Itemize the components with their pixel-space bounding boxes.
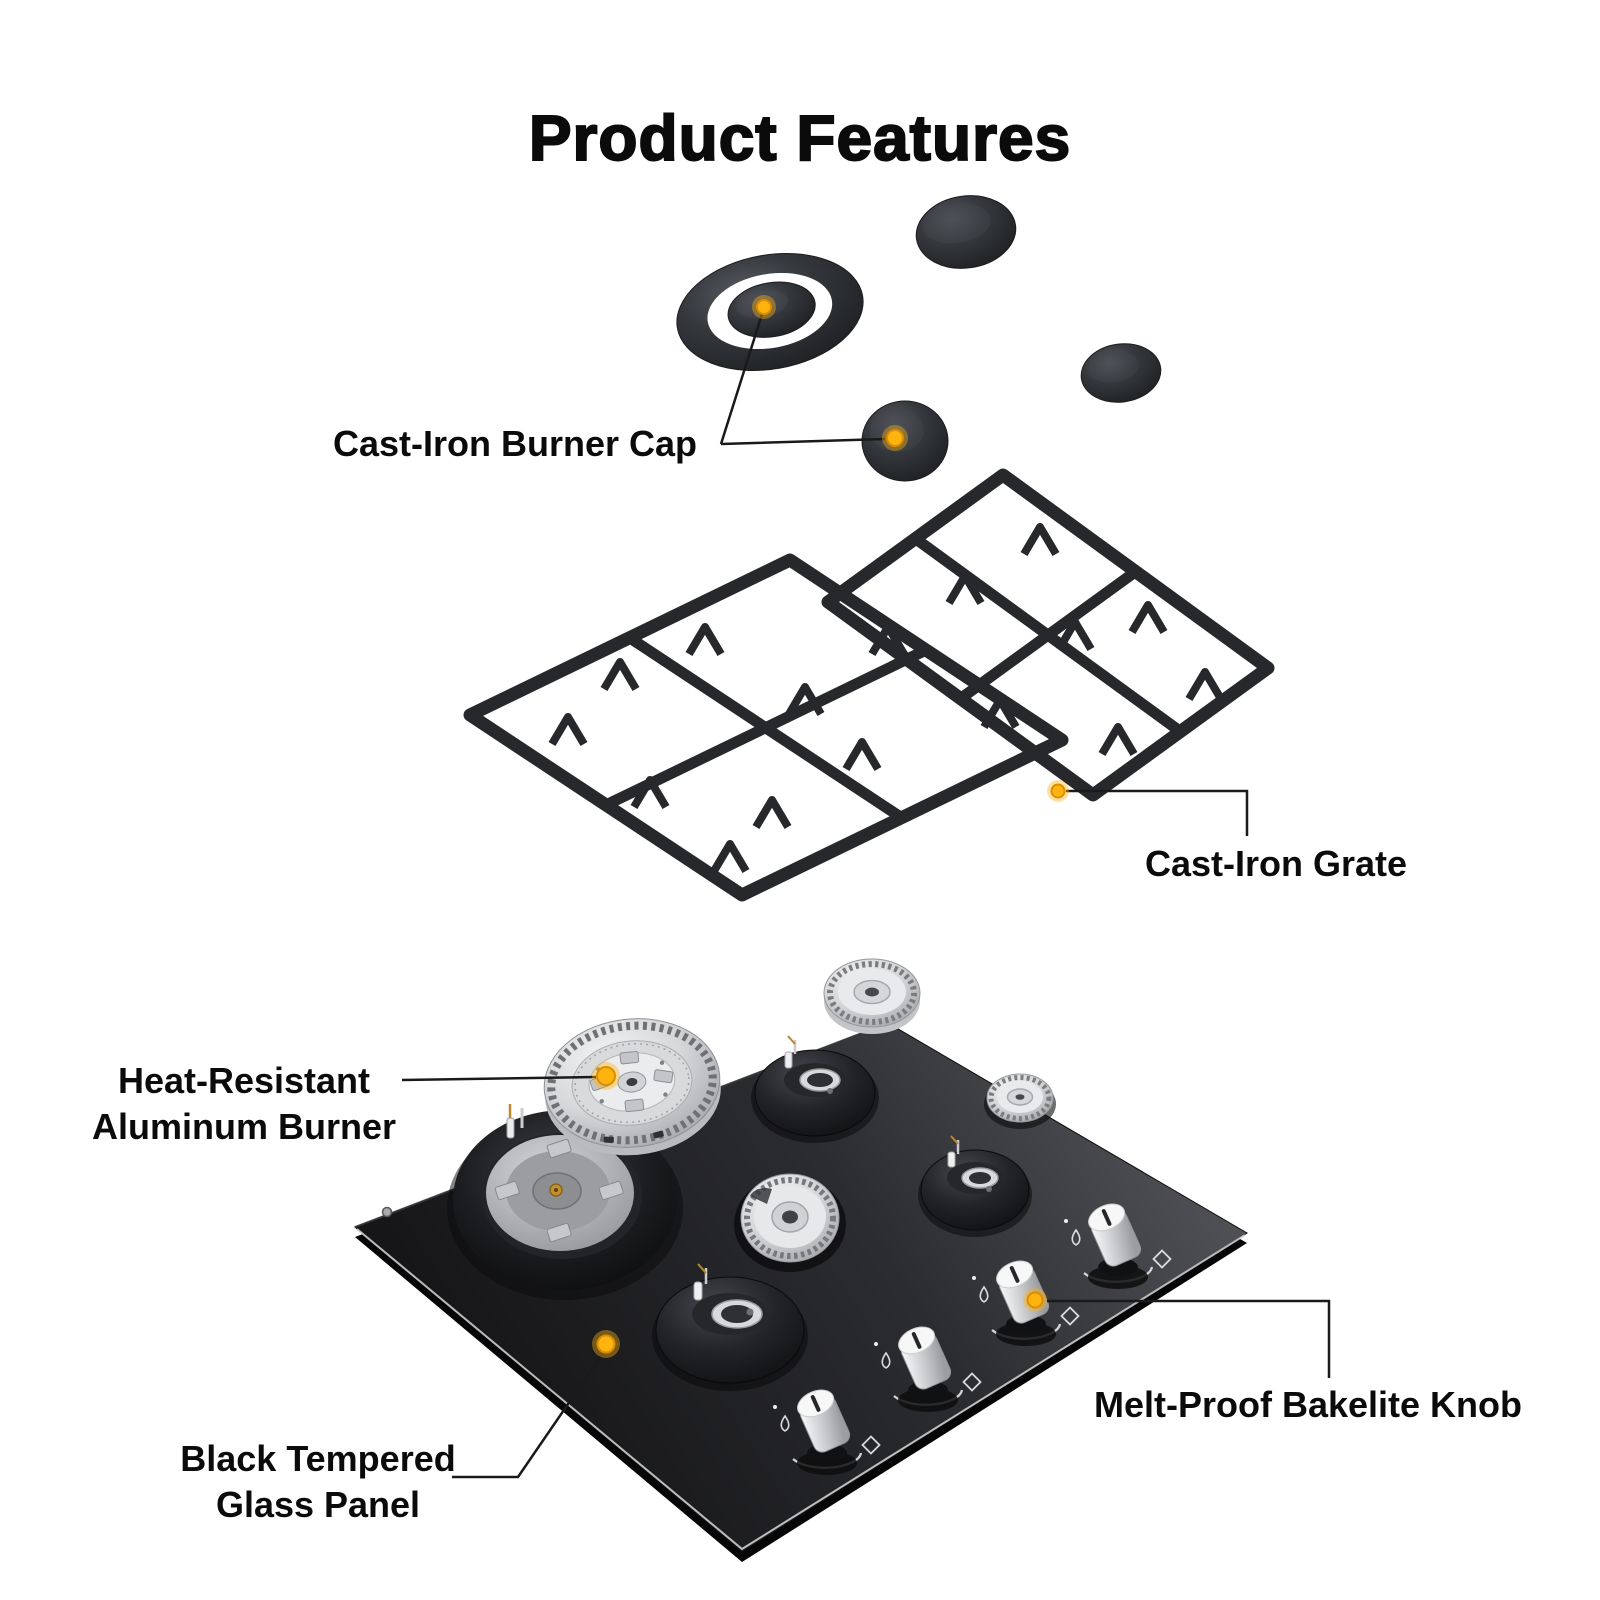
leader-alu-burner xyxy=(401,1075,597,1082)
leader-glass-panel xyxy=(452,1352,605,1479)
marker-grate xyxy=(1047,780,1069,802)
burner-cap-top xyxy=(915,195,1017,269)
marker-knob xyxy=(1023,1288,1047,1312)
middle-ring-burner xyxy=(734,1173,846,1272)
marker-alu-burner xyxy=(592,1062,620,1090)
label-cast-iron-burner-cap: Cast-Iron Burner Cap xyxy=(332,423,697,464)
small-alu-burner-floating xyxy=(823,958,921,1034)
leader-grate xyxy=(1066,789,1249,836)
burner-base-right xyxy=(918,1135,1032,1237)
callout-leader-lines xyxy=(401,310,1331,1479)
panel-screw xyxy=(381,1206,393,1218)
leader-burner-cap xyxy=(719,310,886,446)
control-knob-2 xyxy=(972,1260,1080,1346)
callout-markers xyxy=(592,295,1069,1358)
cast-iron-grate-right xyxy=(821,468,1275,802)
marker-glass-panel xyxy=(592,1330,620,1358)
marker-cap-ring xyxy=(752,295,776,319)
leader-knob xyxy=(1047,1299,1331,1378)
control-knob-1 xyxy=(1064,1203,1172,1289)
label-melt-proof-bakelite-knob: Melt-Proof Bakelite Knob xyxy=(1093,1384,1523,1425)
label-black-tempered-glass-panel: Black Tempered Glass Panel xyxy=(158,1436,478,1528)
page-title: Product Features xyxy=(528,101,1072,175)
label-line-2: Aluminum Burner xyxy=(91,1106,396,1147)
label-cast-iron-grate: Cast-Iron Grate xyxy=(1145,843,1408,884)
cast-iron-grate-left xyxy=(463,553,1069,902)
label-line-2: Glass Panel xyxy=(215,1484,421,1525)
wok-igniter xyxy=(506,1104,524,1139)
label-line-1: Black Tempered xyxy=(180,1438,456,1479)
control-knob-3 xyxy=(874,1326,982,1412)
control-knob-4 xyxy=(773,1389,881,1475)
burner-base-bottom xyxy=(652,1263,808,1391)
burner-base-top xyxy=(751,1035,879,1143)
small-alu-burner-right xyxy=(984,1073,1056,1129)
label-heat-resistant-aluminum-burner: Heat-Resistant Aluminum Burner xyxy=(83,1058,405,1150)
burner-cap-right xyxy=(1080,343,1162,403)
big-aluminum-burner xyxy=(543,1018,721,1156)
marker-cap-middle xyxy=(882,425,908,451)
label-line-1: Heat-Resistant xyxy=(117,1060,371,1101)
